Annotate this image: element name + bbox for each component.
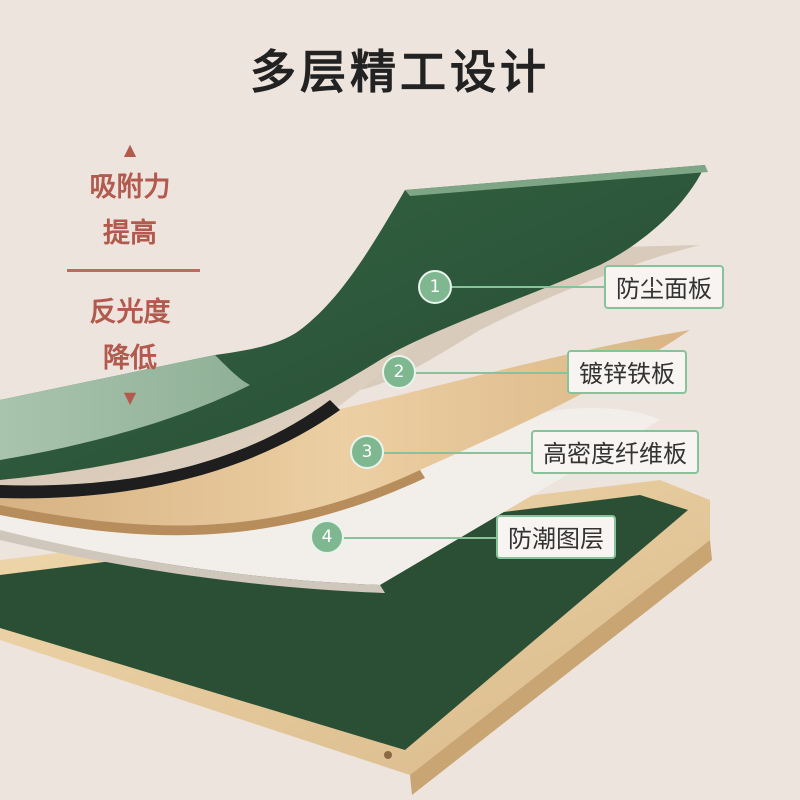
- feature-reflection: 反光度 降低: [60, 290, 200, 382]
- layer-number-badge-4: 4: [310, 520, 344, 554]
- layer-label-moisture-proof: 防潮图层: [496, 515, 616, 559]
- feature-reflection-line1: 反光度: [89, 297, 171, 328]
- frame-hole: [384, 751, 392, 759]
- layer-face-panel: [0, 165, 708, 480]
- up-arrow-icon: ▲: [123, 140, 137, 159]
- layer-number-badge-3: 3: [350, 435, 384, 469]
- layer-number-badge-2: 2: [382, 355, 416, 389]
- layer-number-badge-1: 1: [418, 270, 452, 304]
- side-divider: [67, 269, 200, 272]
- page-title: 多层精工设计: [250, 45, 550, 99]
- feature-adhesion-line1: 吸附力: [89, 172, 171, 203]
- feature-adhesion: 吸附力 提高: [60, 165, 200, 257]
- callout-line-3: [382, 452, 532, 454]
- callout-line-4: [342, 537, 497, 539]
- feature-reflection-line2: 降低: [103, 343, 157, 374]
- layer-label-dust-proof: 防尘面板: [604, 265, 724, 309]
- callout-line-2: [412, 372, 569, 374]
- layer-magnetic-black: [0, 400, 340, 499]
- layer-label-fiberboard: 高密度纤维板: [531, 430, 699, 474]
- layer-label-galvanized-sheet: 镀锌铁板: [567, 350, 687, 394]
- down-arrow-icon: ▼: [123, 388, 137, 407]
- feature-adhesion-line2: 提高: [103, 218, 157, 249]
- callout-line-1: [450, 286, 605, 288]
